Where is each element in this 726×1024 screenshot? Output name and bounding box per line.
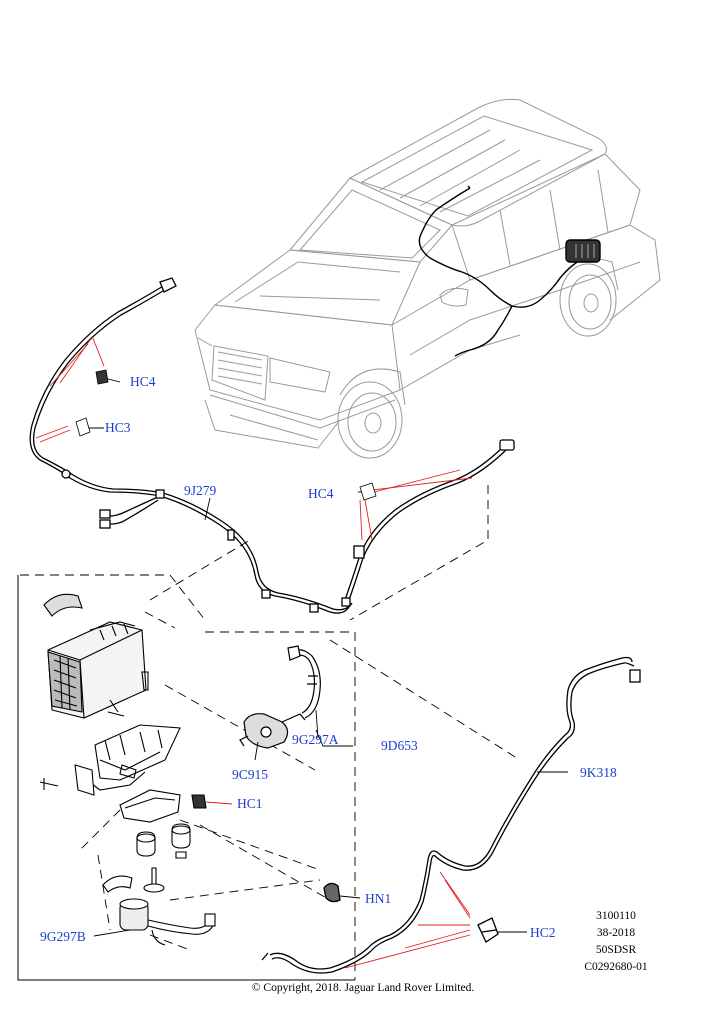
vehicle-outline [194, 98, 661, 459]
leader-lines [35, 335, 473, 969]
callout-9g297b[interactable]: 9G297B [40, 929, 86, 944]
vehicle-harness [418, 185, 601, 357]
callout-hc4-right[interactable]: HC4 [308, 486, 334, 501]
copyright-notice: © Copyright, 2018. Jaguar Land Rover Lim… [251, 982, 475, 994]
clip-hc4-right [359, 482, 377, 501]
assembly-box [17, 575, 355, 981]
reference-line-4: C0292680-01 [584, 961, 648, 973]
pipe-9k318 [261, 656, 641, 974]
callout-hc4-upper[interactable]: HC4 [130, 374, 156, 389]
callout-9k318[interactable]: 9K318 [580, 765, 617, 780]
reference-line-2: 38-2018 [596, 927, 636, 939]
callout-9d653[interactable]: 9D653 [381, 738, 418, 753]
pipe-right-harness [341, 439, 515, 607]
callout-9g297a[interactable]: 9G297A [292, 732, 339, 747]
pipe-9j279 [29, 277, 353, 614]
clip-hc4-upper [95, 369, 109, 385]
callout-hc1[interactable]: HC1 [237, 796, 263, 811]
canister-assembly [39, 593, 216, 946]
part-leaders [84, 377, 568, 937]
reference-line-1: 3100110 [596, 910, 636, 922]
callout-hc3[interactable]: HC3 [105, 420, 131, 435]
purge-valve-assembly [239, 645, 321, 749]
reference-block: 3100110 38-2018 50SDSR C0292680-01 [566, 908, 666, 976]
callout-hc2[interactable]: HC2 [530, 925, 556, 940]
dashed-guides [20, 485, 521, 980]
callout-hn1[interactable]: HN1 [365, 891, 392, 906]
clip-hc3 [75, 417, 91, 437]
reference-line-3: 50SDSR [595, 944, 637, 956]
callout-9j279[interactable]: 9J279 [184, 483, 217, 498]
callout-9c915[interactable]: 9C915 [232, 767, 269, 782]
